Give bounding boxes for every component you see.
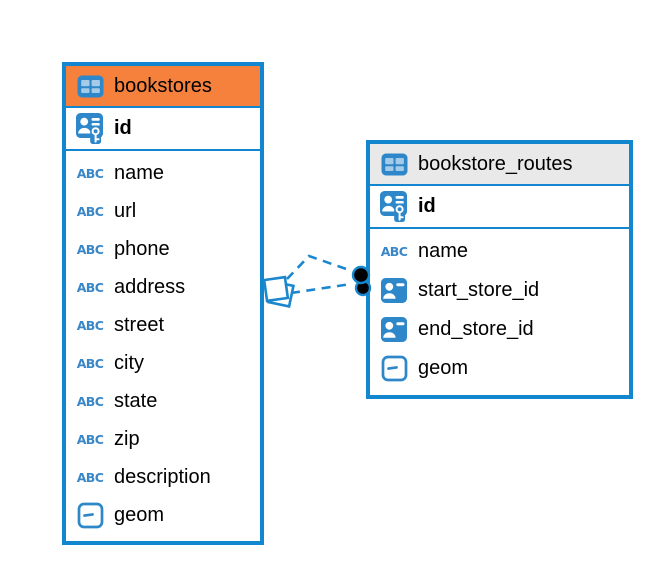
column-row[interactable]: ABC zip	[66, 420, 260, 458]
table-bookstores-header[interactable]: bookstores	[66, 66, 260, 108]
table-bookstore-routes[interactable]: bookstore_routes id ABC name start_store…	[366, 140, 633, 399]
column-name: start_store_id	[418, 279, 540, 301]
column-row[interactable]: ABC description	[66, 458, 260, 496]
table-title: bookstore_routes	[418, 152, 573, 175]
column-name: phone	[114, 237, 170, 260]
column-name: description	[114, 465, 211, 488]
primary-key-icon	[75, 112, 105, 145]
table-title: bookstores	[114, 74, 212, 97]
field-list: ABC name start_store_id end_store_id geo…	[370, 229, 629, 391]
column-name: name	[114, 161, 165, 184]
column-row[interactable]: ABC name	[66, 154, 260, 192]
column-name: url	[114, 199, 137, 222]
column-name: id	[114, 117, 132, 139]
foreign-key-icon	[379, 277, 409, 304]
text-icon: ABC	[76, 317, 104, 333]
text-icon: ABC	[380, 244, 408, 259]
text-icon: ABC	[76, 393, 104, 409]
foreign-key-icon	[379, 316, 409, 343]
column-name: city	[114, 351, 144, 374]
column-row[interactable]: ABC url	[66, 192, 260, 230]
column-row[interactable]: end_store_id	[370, 310, 629, 349]
geometry-icon	[379, 355, 409, 382]
text-icon: ABC	[76, 241, 104, 257]
column-name: state	[114, 389, 158, 412]
relationship-diamond-marker[interactable]	[262, 275, 295, 308]
column-name: id	[418, 195, 436, 217]
column-row-id[interactable]: id	[66, 108, 260, 151]
column-row[interactable]: ABC city	[66, 344, 260, 382]
relationship-lines[interactable]	[286, 254, 353, 295]
text-icon: ABC	[76, 469, 104, 485]
geometry-icon	[75, 502, 105, 529]
column-row[interactable]: ABC name	[370, 232, 629, 271]
column-row[interactable]: ABC state	[66, 382, 260, 420]
column-name: end_store_id	[418, 318, 534, 340]
text-icon: ABC	[76, 165, 104, 181]
text-icon: ABC	[76, 355, 104, 371]
column-name: geom	[114, 503, 165, 526]
column-name: street	[114, 313, 165, 336]
primary-key-icon	[379, 190, 409, 223]
column-row[interactable]: ABC street	[66, 306, 260, 344]
column-row[interactable]: start_store_id	[370, 271, 629, 310]
column-name: name	[418, 240, 469, 262]
column-row[interactable]: geom	[66, 496, 260, 534]
text-icon: ABC	[76, 203, 104, 219]
table-icon	[75, 75, 105, 98]
table-bookstore-routes-header[interactable]: bookstore_routes	[370, 144, 629, 186]
column-row[interactable]: ABC phone	[66, 230, 260, 268]
text-icon: ABC	[76, 279, 104, 295]
column-row[interactable]: geom	[370, 349, 629, 388]
text-icon: ABC	[76, 431, 104, 447]
column-name: address	[114, 275, 186, 298]
table-icon	[379, 153, 409, 176]
table-bookstores[interactable]: bookstores id ABC name ABC url ABC phone	[62, 62, 264, 545]
column-name: geom	[418, 357, 469, 379]
column-name: zip	[114, 427, 140, 450]
column-row-id[interactable]: id	[370, 186, 629, 229]
column-row[interactable]: ABC address	[66, 268, 260, 306]
field-list: ABC name ABC url ABC phone ABC address A…	[66, 151, 260, 537]
